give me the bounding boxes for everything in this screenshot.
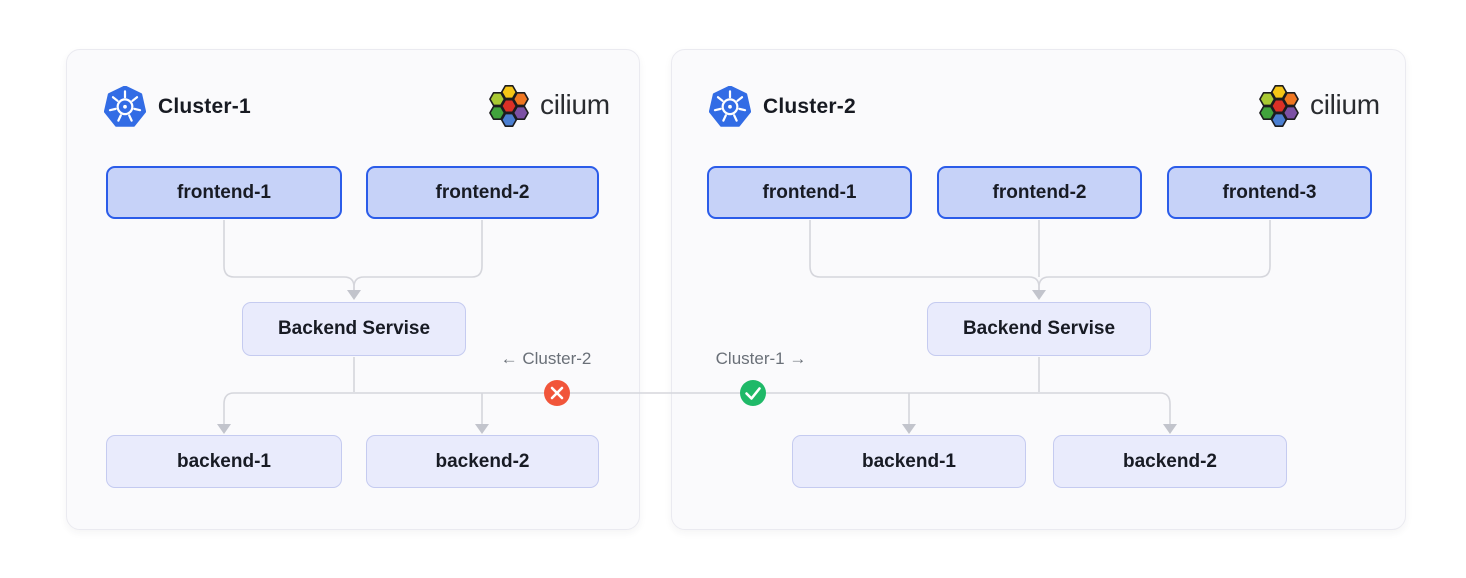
node-c2-frontend-2: frontend-2 [937, 166, 1142, 219]
cilium-wordmark: cilium [1310, 88, 1380, 120]
node-c1-frontend-2: frontend-2 [366, 166, 599, 219]
cilium-logo-icon [489, 84, 529, 128]
link-label-to-cluster-1: Cluster-1 → [715, 349, 807, 368]
cluster-2-title: Cluster-2 [763, 95, 856, 118]
cluster-1-title: Cluster-1 [158, 95, 251, 118]
kubernetes-icon [709, 86, 751, 127]
node-c2-frontend-3: frontend-3 [1167, 166, 1372, 219]
cilium-wordmark: cilium [540, 88, 610, 120]
node-c1-frontend-1: frontend-1 [106, 166, 342, 219]
cilium-logo: cilium [486, 81, 610, 131]
node-c2-backend-service: Backend Servise [927, 302, 1151, 356]
cilium-logo-icon [1259, 84, 1299, 128]
link-label-to-cluster-2: ← Cluster-2 [500, 349, 592, 368]
node-c2-backend-1: backend-1 [792, 435, 1026, 488]
node-c2-backend-2: backend-2 [1053, 435, 1287, 488]
node-c1-backend-1: backend-1 [106, 435, 342, 488]
node-c1-backend-2: backend-2 [366, 435, 599, 488]
cilium-logo: cilium [1256, 81, 1380, 131]
kubernetes-icon [104, 86, 146, 127]
node-c2-frontend-1: frontend-1 [707, 166, 912, 219]
node-c1-backend-service: Backend Servise [242, 302, 466, 356]
